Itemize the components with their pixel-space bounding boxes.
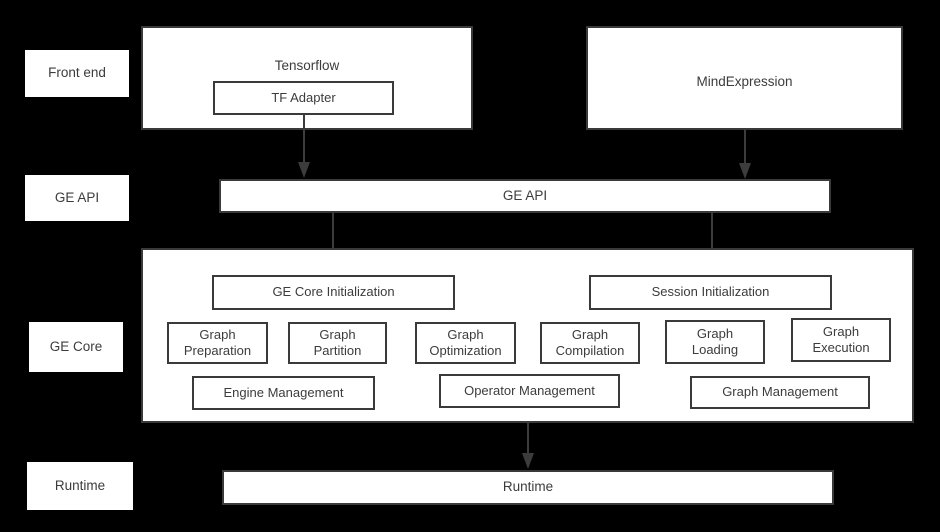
ge-core-initialization-box[interactable]: GE Core Initialization (212, 275, 455, 310)
runtime-bar-label: Runtime (502, 479, 554, 495)
layer-label-front-end-text: Front end (48, 65, 106, 81)
module-graph-partition[interactable]: Graph Partition (288, 322, 387, 364)
mindexpression-container: MindExpression (586, 26, 903, 130)
manager-engine-management-label: Engine Management (223, 384, 344, 400)
layer-label-ge-api: GE API (25, 175, 129, 221)
tf-adapter-label: TF Adapter (271, 89, 336, 105)
layer-label-front-end: Front end (25, 50, 129, 97)
layer-label-runtime-text: Runtime (54, 477, 106, 493)
ge-api-bar[interactable]: GE API (219, 179, 831, 213)
tensorflow-title: Tensorflow (274, 58, 340, 73)
session-initialization-label: Session Initialization (651, 284, 770, 300)
module-graph-partition-label: Graph Partition (313, 326, 362, 358)
arrow-mindexpression-to-ge-api (737, 129, 753, 181)
arrow-tf-adapter-to-ge-api (296, 114, 312, 180)
module-graph-execution[interactable]: Graph Execution (791, 318, 891, 362)
module-graph-preparation-label: Graph Preparation (183, 326, 252, 358)
ge-api-bar-label: GE API (502, 187, 548, 203)
layer-label-ge-api-text: GE API (54, 189, 100, 205)
layer-label-runtime: Runtime (27, 462, 133, 510)
tf-adapter-box[interactable]: TF Adapter (213, 81, 394, 115)
module-graph-loading[interactable]: Graph Loading (665, 320, 765, 364)
module-graph-execution-label: Graph Execution (812, 323, 870, 355)
manager-engine-management[interactable]: Engine Management (192, 376, 375, 410)
module-graph-preparation[interactable]: Graph Preparation (167, 322, 268, 364)
module-graph-compilation-label: Graph Compilation (555, 326, 625, 358)
module-graph-compilation[interactable]: Graph Compilation (540, 322, 640, 364)
layer-label-ge-core-text: GE Core (49, 338, 103, 354)
mindexpression-title: MindExpression (696, 74, 793, 89)
manager-graph-management-label: Graph Management (722, 384, 838, 400)
module-graph-loading-label: Graph Loading (691, 325, 739, 357)
ge-core-initialization-label: GE Core Initialization (272, 284, 395, 300)
manager-operator-management[interactable]: Operator Management (439, 374, 620, 408)
manager-operator-management-label: Operator Management (464, 382, 595, 398)
module-graph-optimization[interactable]: Graph Optimization (415, 322, 516, 364)
layer-label-ge-core: GE Core (29, 322, 123, 372)
session-initialization-box[interactable]: Session Initialization (589, 275, 832, 310)
arrow-ge-core-to-runtime (520, 423, 536, 471)
manager-graph-management[interactable]: Graph Management (690, 376, 870, 409)
runtime-bar[interactable]: Runtime (222, 470, 834, 505)
module-graph-optimization-label: Graph Optimization (429, 326, 502, 358)
